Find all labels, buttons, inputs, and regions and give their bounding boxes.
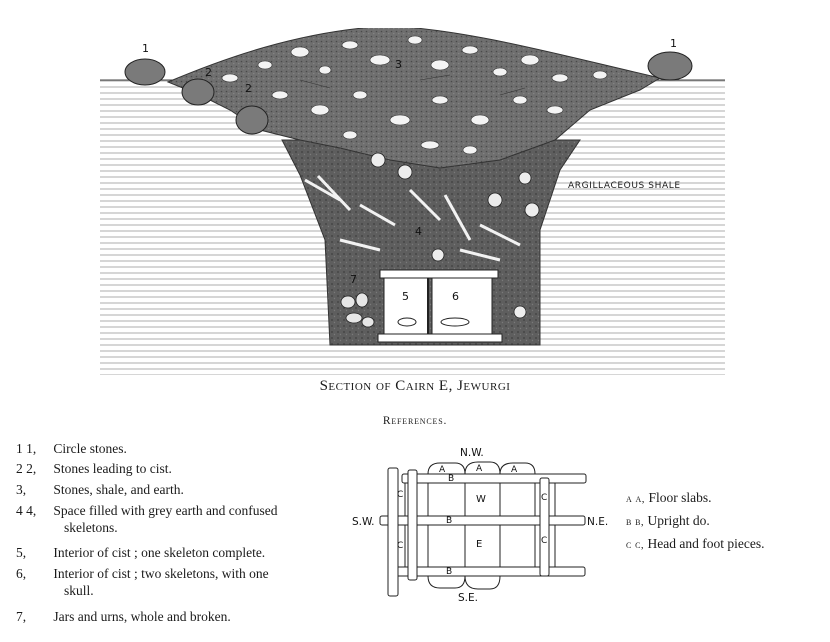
floor-slab-a [499, 462, 536, 475]
plan-label-c: C [541, 536, 547, 546]
figure-markers: 1 1 2 2 3 4 5 6 7 [142, 37, 677, 303]
reference-text: Interior of cist ; one skeleton complete… [53, 545, 266, 560]
marker-2-upper: 2 [205, 66, 212, 79]
cairn-section-illustration: 1 1 2 2 3 4 5 6 7 ARGILLACEOUS SHALE [100, 28, 725, 375]
plan-key-text: Floor slabs. [648, 490, 712, 505]
reference-text-continued: skeletons. [64, 520, 118, 535]
plan-label-b: B [446, 516, 452, 526]
figure-caption: Section of Cairn E, Jewurgi [319, 378, 511, 394]
reference-item: 1 1, Circle stones. [16, 440, 127, 457]
direction-north-west: N.W. [460, 447, 484, 459]
reference-item: 3, Stones, shale, and earth. [16, 481, 184, 498]
upright-slab-b [394, 566, 586, 577]
reference-number: 2 2, [16, 461, 37, 476]
plan-label-b: B [446, 567, 452, 577]
marker-7: 7 [350, 273, 357, 286]
head-foot-piece-c [387, 467, 399, 597]
plan-key-item: a a, Floor slabs. [626, 490, 711, 506]
reference-item: 5, Interior of cist ; one skeleton compl… [16, 544, 265, 561]
plan-key-item: b b, Upright do. [626, 513, 710, 529]
reference-number: 3, [16, 482, 27, 497]
cist-plan-diagram: A A A B B B C C C C W E N.W. S.E. S.W. N… [352, 447, 608, 604]
reference-text: Circle stones. [53, 441, 127, 456]
plan-label-w: W [476, 494, 486, 505]
reference-text: Interior of cist ; two skeletons, with o… [53, 566, 269, 581]
reference-text-continued: skull. [64, 583, 94, 598]
plan-label-e: E [476, 539, 482, 550]
cist [377, 269, 503, 343]
plan-label-c: C [397, 541, 403, 551]
plan-label-a: A [439, 465, 446, 475]
reference-text: Stones, shale, and earth. [53, 482, 184, 497]
plan-label-b: B [448, 474, 454, 484]
plan-key-item: c c, Head and foot pieces. [626, 536, 765, 552]
plan-label-a: A [511, 465, 518, 475]
reference-number: 7, [16, 609, 27, 624]
boulders [124, 51, 693, 135]
plan-label-a: A [476, 464, 483, 474]
floor-slab [464, 575, 501, 590]
upright-slab-b [401, 473, 587, 484]
floor-slab [427, 575, 466, 589]
reference-text: Jars and urns, whole and broken. [53, 609, 231, 624]
floor-slab-a [427, 462, 466, 475]
plan-key-text: Upright do. [647, 513, 710, 528]
plan-label-c: C [397, 490, 403, 500]
reference-number: 1 1, [16, 441, 37, 456]
marker-2-lower: 2 [245, 82, 252, 95]
direction-south-west: S.W. [352, 516, 375, 528]
grave-pit [281, 139, 581, 346]
jars-and-urns [340, 292, 375, 328]
plan-key-code: b b, [626, 516, 645, 528]
direction-south-east: S.E. [458, 592, 478, 604]
reference-item: 6, Interior of cist ; two skeletons, wit… [16, 565, 269, 599]
head-foot-piece-c [407, 469, 418, 581]
shale-label: ARGILLACEOUS SHALE [568, 181, 681, 191]
marker-4: 4 [415, 225, 422, 238]
skeletal-remains [304, 152, 540, 319]
marker-3: 3 [395, 58, 402, 71]
plan-key-code: a a, [626, 493, 646, 505]
plan-key-code: c c, [626, 539, 645, 551]
direction-north-east: N.E. [587, 516, 608, 528]
upright-slab-b [379, 515, 586, 526]
reference-text: Space filled with grey earth and confuse… [53, 503, 278, 518]
reference-number: 6, [16, 566, 27, 581]
marker-5: 5 [402, 290, 409, 303]
reference-item: 2 2, Stones leading to cist. [16, 460, 172, 477]
reference-item: 7, Jars and urns, whole and broken. [16, 608, 231, 625]
marker-1-right: 1 [670, 37, 677, 50]
plan-label-c: C [541, 493, 547, 503]
plan-key-text: Head and foot pieces. [647, 536, 765, 551]
references-heading: References. [382, 415, 448, 427]
reference-number: 4 4, [16, 503, 37, 518]
reference-number: 5, [16, 545, 27, 560]
cairn-stones [221, 35, 608, 155]
floor-slab-a [464, 461, 501, 475]
reference-item: 4 4, Space filled with grey earth and co… [16, 502, 278, 536]
reference-text: Stones leading to cist. [53, 461, 172, 476]
head-foot-piece-c [539, 477, 550, 577]
marker-6: 6 [452, 290, 459, 303]
marker-1-left: 1 [142, 42, 149, 55]
